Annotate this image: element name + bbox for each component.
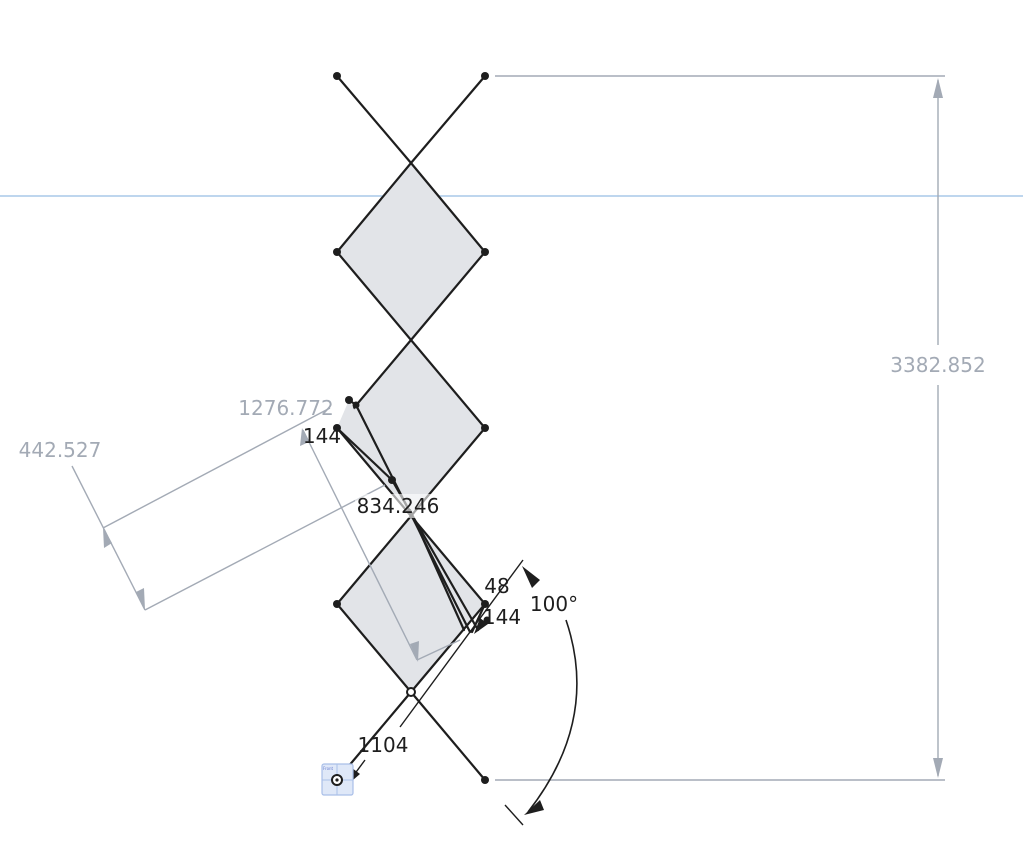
offset-left-label: 442.527 bbox=[19, 438, 102, 462]
sketch-points[interactable] bbox=[333, 72, 491, 784]
diamond-1[interactable] bbox=[335, 161, 487, 342]
small-a-dimension[interactable]: 48 bbox=[484, 574, 509, 598]
dimension-offset-left[interactable]: 442.527 bbox=[19, 407, 386, 611]
overall-height-label: 3382.852 bbox=[890, 353, 985, 377]
small-top-dimension[interactable]: 144 bbox=[303, 424, 341, 448]
bottom-length-label: 1104 bbox=[358, 733, 409, 757]
small-triangle bbox=[337, 400, 392, 480]
dimension-diagonal-length[interactable]: 1276.772 bbox=[238, 396, 461, 662]
center-length-dimension[interactable]: 834.246 bbox=[357, 494, 440, 518]
angle-label: 100° bbox=[530, 592, 578, 616]
origin-plane-label: Front bbox=[323, 766, 334, 771]
diagonal-length-label: 1276.772 bbox=[238, 396, 333, 420]
origin-plane-icon[interactable] bbox=[321, 763, 354, 796]
dimension-angle[interactable]: 100° bbox=[504, 566, 578, 826]
dimension-overall-height[interactable]: 3382.852 bbox=[495, 75, 986, 781]
small-b-dimension[interactable]: 144 bbox=[483, 605, 521, 629]
